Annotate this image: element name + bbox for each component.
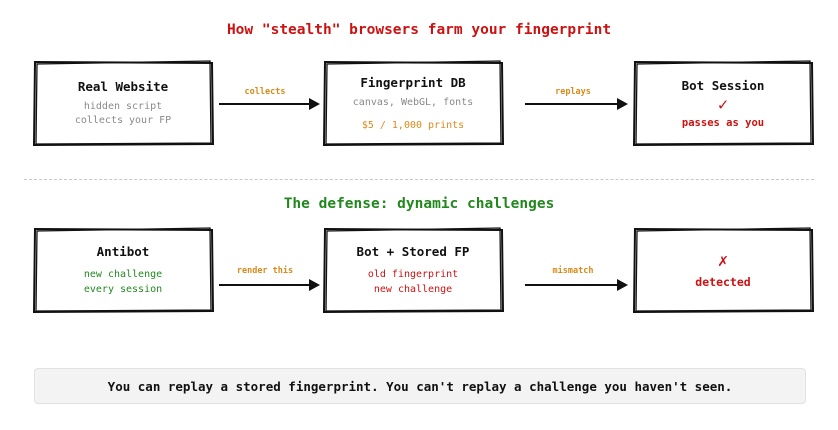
price-label: $5 / 1,000 prints (361, 120, 465, 131)
result-label: detected (695, 275, 751, 289)
box-line: new challenge (373, 283, 453, 295)
arrow-right-icon (219, 279, 320, 291)
box-frame (322, 227, 505, 314)
checkmark-icon: ✓ (717, 94, 729, 115)
detected-box: ✗ detected (632, 227, 815, 314)
box-line: canvas, WebGL, fonts (352, 97, 474, 108)
bottom-title: The defense: dynamic challenges (283, 196, 555, 212)
box-frame (322, 60, 505, 147)
result-label: passes as you (681, 116, 765, 129)
arrow-label-collects: collects (244, 87, 286, 97)
box-title: Real Website (77, 78, 169, 94)
bot-session-box: Bot Session ✓ passes as you (632, 60, 815, 147)
arrow-right-icon (525, 279, 628, 291)
box-frame (32, 227, 215, 314)
arrow-label-mismatch: mismatch (552, 266, 594, 276)
box-title: Antibot (96, 243, 150, 259)
footer-note: You can replay a stored fingerprint. You… (34, 368, 806, 404)
arrow-right-icon (219, 98, 320, 110)
box-line: old fingerprint (367, 268, 459, 280)
fingerprint-db-box: Fingerprint DB canvas, WebGL, fonts $5 /… (322, 60, 505, 147)
top-title: How "stealth" browsers farm your fingerp… (226, 22, 612, 38)
box-line: hidden script (83, 100, 163, 112)
antibot-box: Antibot new challenge every session (32, 227, 215, 314)
arrow-label-replays: replays (555, 87, 591, 97)
real-website-box: Real Website hidden script collects your… (32, 60, 215, 147)
box-line: new challenge (83, 268, 163, 280)
box-line: collects your FP (74, 114, 172, 126)
arrow-label-render-this: render this (236, 266, 294, 276)
arrow-right-icon (525, 98, 628, 110)
cross-icon: ✗ (717, 251, 729, 271)
box-line: every session (83, 283, 163, 295)
section-divider (24, 179, 814, 180)
box-title: Bot Session (681, 77, 765, 93)
box-title: Fingerprint DB (360, 75, 466, 90)
box-frame (632, 227, 815, 314)
box-frame (632, 60, 815, 147)
bot-stored-fp-box: Bot + Stored FP old fingerprint new chal… (322, 227, 505, 314)
box-title: Bot + Stored FP (356, 243, 470, 259)
box-frame (32, 60, 215, 147)
